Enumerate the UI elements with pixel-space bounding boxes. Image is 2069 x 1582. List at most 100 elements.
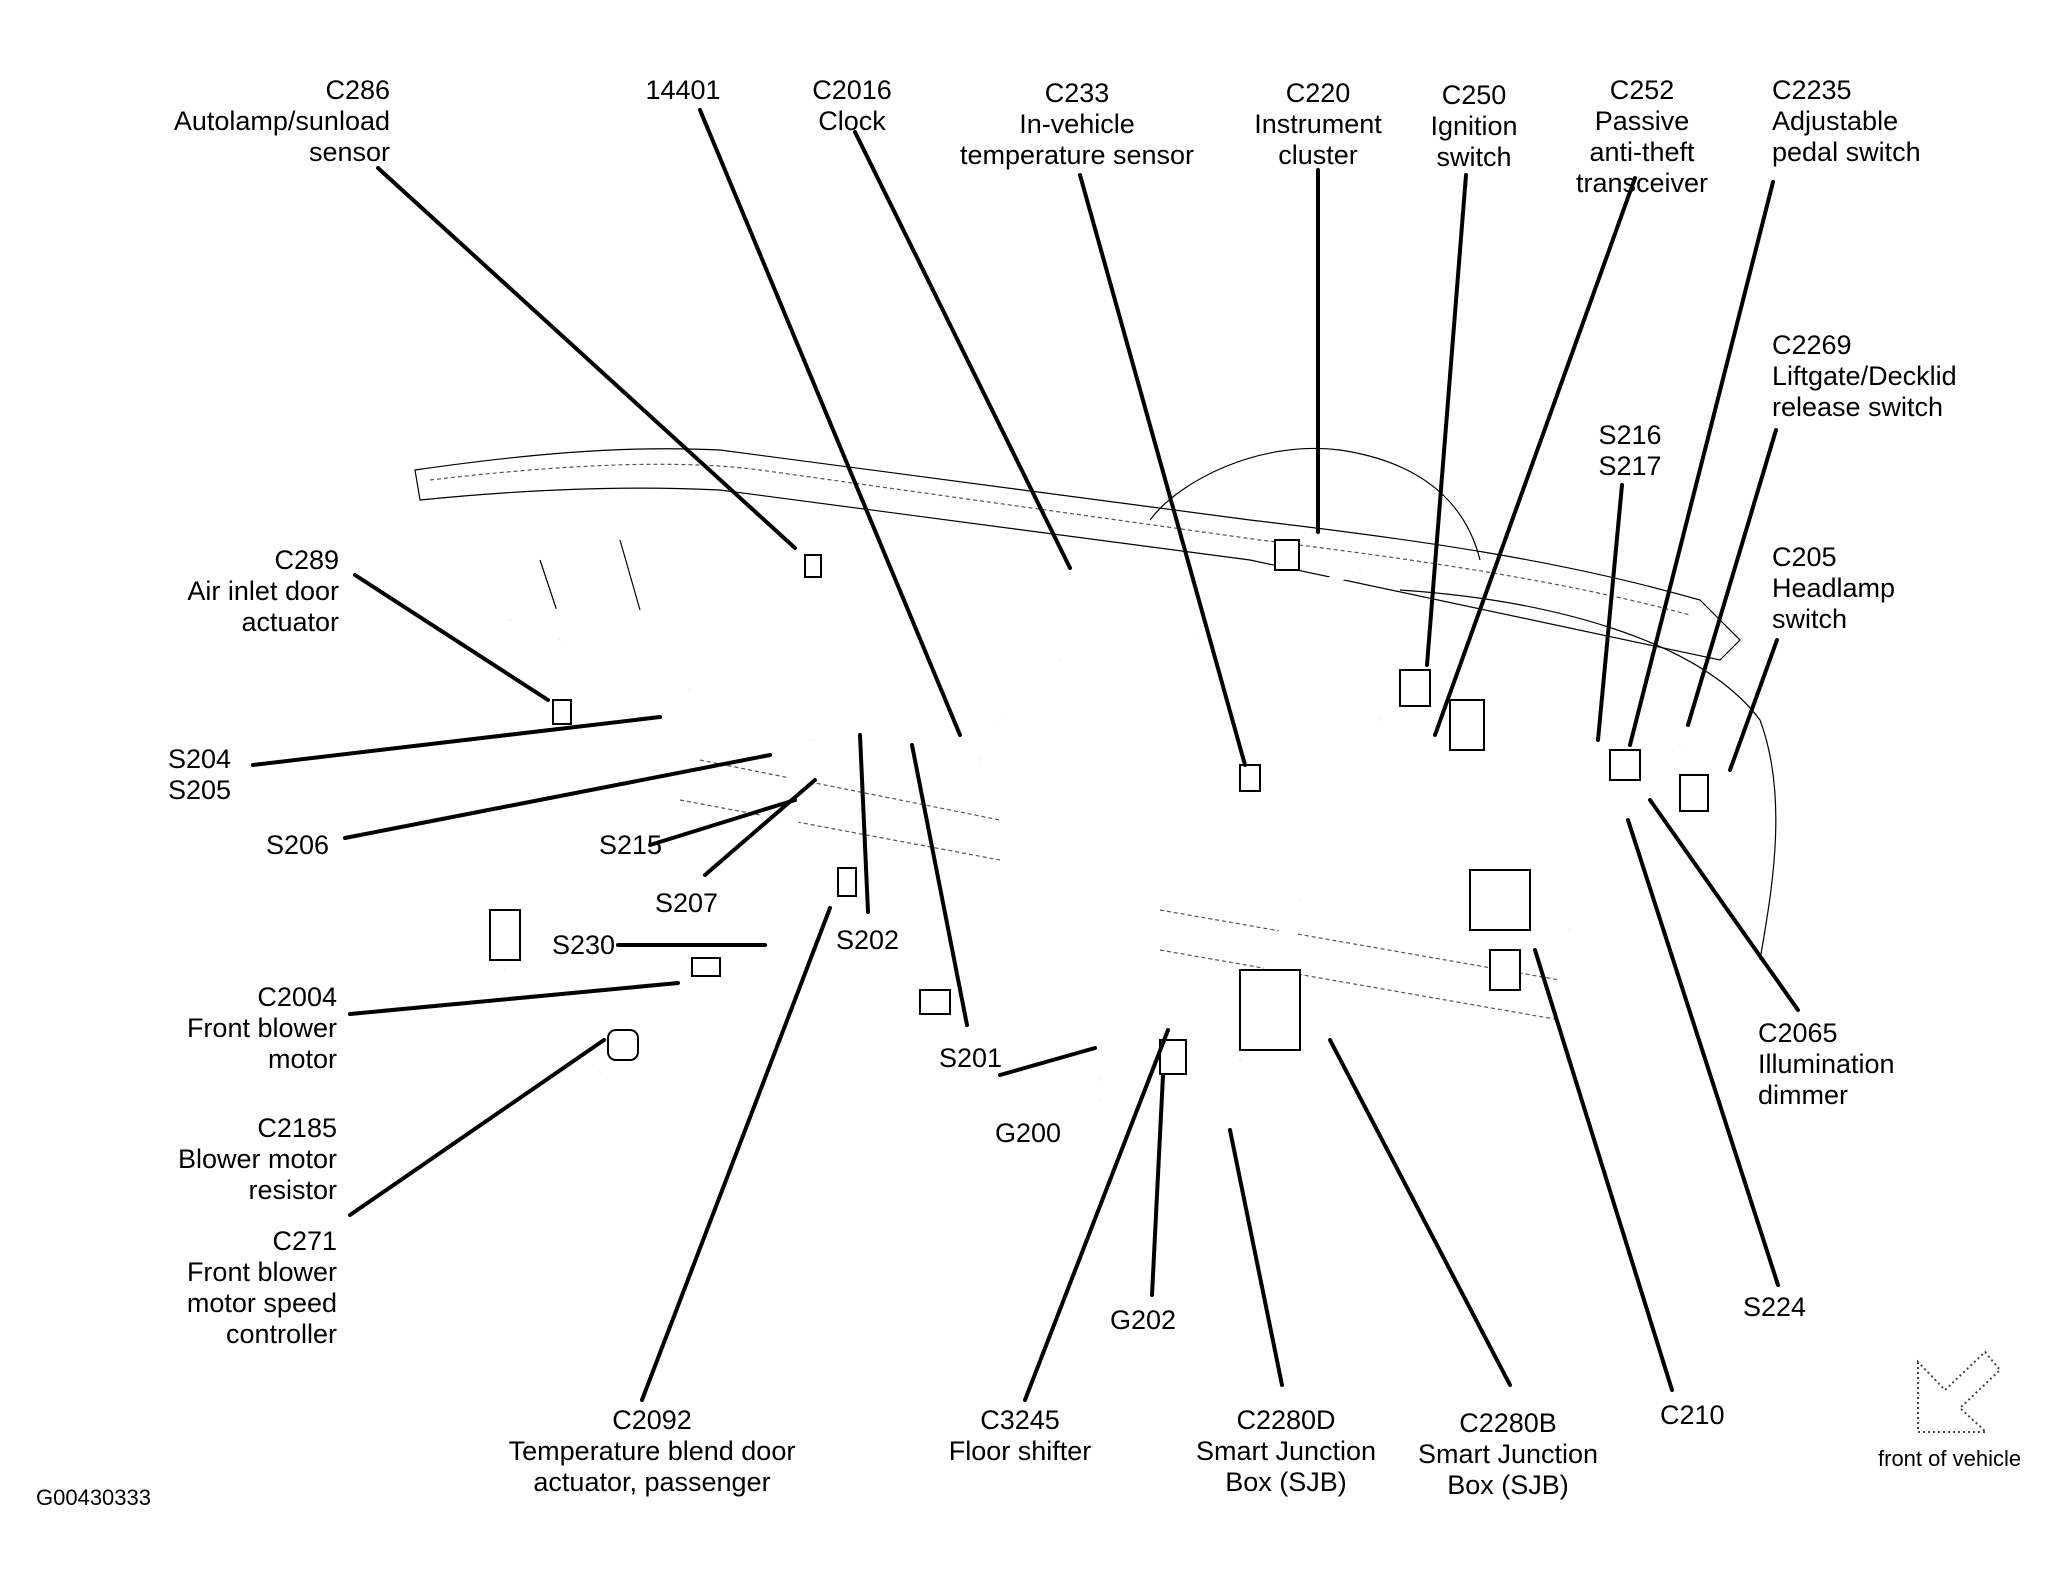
connector-code: C2004 [257, 982, 337, 1012]
connector-desc: cluster [1278, 140, 1358, 170]
connector-desc: transceiver [1575, 168, 1709, 198]
connector-desc: Floor shifter [948, 1436, 1092, 1466]
figure-id: G00430333 [36, 1485, 151, 1510]
connector-desc: Headlamp [1772, 573, 1896, 603]
label-c2185: C2185 Blower motor resistor [178, 1113, 337, 1206]
splice-code: S204 [168, 744, 232, 774]
label-g202: G202 [1110, 1305, 1176, 1336]
connector-code: C210 [1660, 1400, 1725, 1430]
connector-c220 [1274, 539, 1300, 571]
connector-desc: Smart Junction [1417, 1439, 1599, 1469]
connector-code: C220 [1285, 78, 1351, 108]
connector-code: C2016 [812, 75, 892, 105]
connector-desc: Temperature blend door [508, 1436, 796, 1466]
connector-code: C271 [272, 1226, 337, 1256]
label-c2004: C2004 Front blower motor [187, 982, 337, 1075]
connector-desc: Front blower [186, 1257, 337, 1287]
connector-code: C233 [1044, 78, 1110, 108]
label-s202: S202 [836, 925, 899, 956]
connector-c2004 [691, 957, 721, 977]
label-c289: C289 Air inlet door actuator [187, 545, 339, 638]
connector-s201-area [919, 989, 951, 1015]
instrument-panel-outline [414, 447, 1777, 1021]
splice-code: S201 [939, 1043, 1003, 1073]
connector-code: C252 [1609, 75, 1675, 105]
connector-desc: Ignition [1430, 111, 1518, 141]
connector-c289 [552, 699, 572, 725]
label-c2092: C2092 Temperature blend door actuator, p… [509, 1405, 796, 1498]
leader-lines [251, 108, 1800, 1402]
connector-desc: sensor [308, 137, 390, 167]
connector-desc: Box (SJB) [1225, 1467, 1347, 1497]
connector-desc: anti-theft [1589, 137, 1695, 167]
connector-c233 [1239, 764, 1261, 792]
splice-code: S207 [655, 888, 719, 918]
connector-c3245 [1159, 1039, 1187, 1075]
connector-code: C2269 [1772, 330, 1852, 360]
connector-c2280b [1239, 969, 1301, 1051]
connector-desc: Air inlet door [187, 576, 339, 606]
connector-c210b [1489, 949, 1521, 991]
connector-desc: Clock [818, 106, 886, 136]
connector-code: C3245 [980, 1405, 1060, 1435]
connector-desc: dimmer [1758, 1080, 1849, 1110]
splice-code: S206 [266, 830, 330, 860]
connector-code: C205 [1772, 542, 1837, 572]
connector-c250 [1399, 669, 1431, 707]
harness-code: 14401 [645, 75, 721, 105]
connector-desc: pedal switch [1772, 137, 1921, 167]
label-s216-s217: S216 S217 [1598, 420, 1661, 482]
connector-desc: Box (SJB) [1447, 1470, 1569, 1500]
connector-code: C2092 [612, 1405, 692, 1435]
splice-code: S224 [1743, 1292, 1807, 1322]
connector-desc: Liftgate/Decklid [1772, 361, 1957, 391]
main-harness [500, 566, 1687, 1107]
label-c205: C205 Headlamp switch [1772, 542, 1895, 635]
connector-desc: motor [267, 1044, 337, 1074]
connector-desc: resistor [248, 1175, 337, 1205]
connector-desc: Autolamp/sunload [173, 106, 390, 136]
connector-code: C286 [325, 75, 390, 105]
label-c3245: C3245 Floor shifter [949, 1405, 1092, 1467]
label-c2269: C2269 Liftgate/Decklid release switch [1772, 330, 1957, 423]
connector-desc: Adjustable [1772, 106, 1899, 136]
connector-desc: switch [1436, 142, 1512, 172]
connector-c2185 [607, 1029, 639, 1061]
connector-desc: Instrument [1254, 109, 1382, 139]
ground-code: G202 [1110, 1305, 1177, 1335]
connector-c286 [804, 554, 822, 578]
splice-code: S202 [836, 925, 900, 955]
label-c233: C233 In-vehicle temperature sensor [960, 78, 1194, 171]
label-s230: S230 [552, 930, 615, 961]
connector-c2092 [489, 909, 521, 961]
connector-desc: switch [1772, 604, 1848, 634]
connector-desc: release switch [1772, 392, 1944, 422]
splice-code: S217 [1598, 451, 1662, 481]
splice-code: S230 [552, 930, 616, 960]
splice-code: S205 [168, 775, 232, 805]
connector-code: C250 [1441, 80, 1507, 110]
label-c252: C252 Passive anti-theft transceiver [1576, 75, 1708, 199]
label-s206: S206 [266, 830, 329, 861]
label-c210: C210 [1660, 1400, 1725, 1431]
label-s224: S224 [1743, 1292, 1806, 1323]
connector-desc: Blower motor [177, 1144, 337, 1174]
label-c2280b: C2280B Smart Junction Box (SJB) [1418, 1408, 1598, 1501]
connector-desc: Smart Junction [1195, 1436, 1377, 1466]
connector-code: C2235 [1772, 75, 1852, 105]
connector-desc: Illumination [1758, 1049, 1895, 1079]
connector-desc: controller [225, 1319, 337, 1349]
connector-code: C289 [274, 545, 339, 575]
connector-desc: temperature sensor [959, 140, 1195, 170]
connector-c210 [1469, 869, 1531, 931]
label-c286: C286 Autolamp/sunload sensor [174, 75, 390, 168]
label-g200: G200 [995, 1118, 1061, 1149]
connector-desc: actuator [241, 607, 339, 637]
connector-c252 [1449, 699, 1485, 751]
connector-code: C2065 [1758, 1018, 1838, 1048]
connector-code: C2280D [1236, 1405, 1336, 1435]
label-14401: 14401 [645, 75, 720, 106]
label-c250: C250 Ignition switch [1430, 80, 1517, 173]
